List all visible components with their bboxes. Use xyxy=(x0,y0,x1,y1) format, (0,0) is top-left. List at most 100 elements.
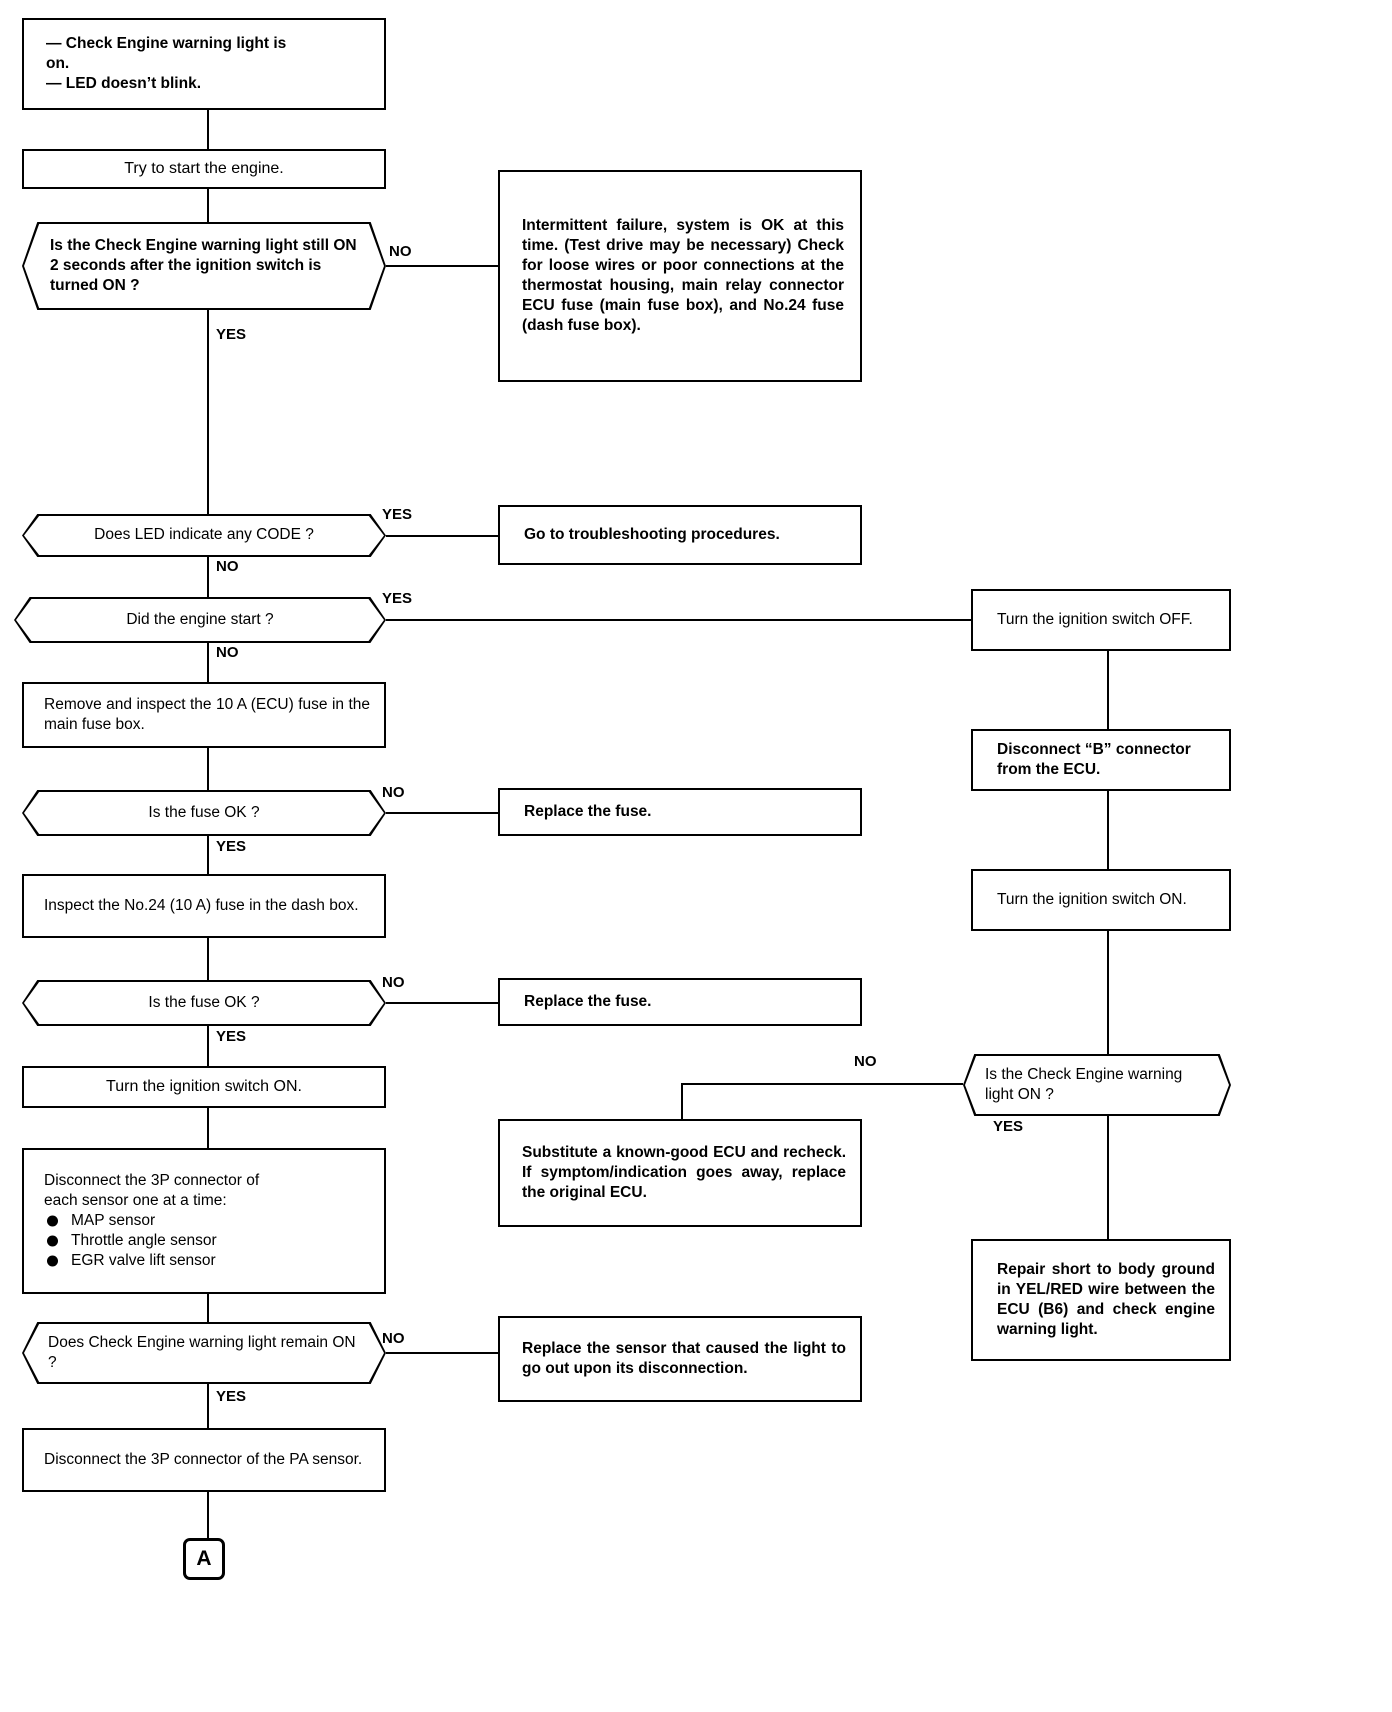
label-no-1: NO xyxy=(389,243,412,260)
line-qfuse1-yes xyxy=(207,836,209,874)
line-qfuse2-no xyxy=(386,1002,498,1004)
try-start-text: Try to start the engine. xyxy=(124,159,284,177)
symptom-line-2: on. xyxy=(46,54,70,72)
label-no-led: NO xyxy=(216,558,239,575)
line-no24-to-qfuse2 xyxy=(207,938,209,980)
disconnect-pa-text: Disconnect the 3P connector of the PA se… xyxy=(44,1450,363,1468)
line-ignon-to-disconnect3p xyxy=(207,1108,209,1148)
line-10a-to-qfuse1 xyxy=(207,748,209,790)
node-q-light-still-on: Is the Check Engine warning light still … xyxy=(22,222,386,310)
node-replace-sensor: Replace the sensor that caused the light… xyxy=(498,1316,862,1402)
list-item: EGR valve lift sensor xyxy=(44,1251,370,1271)
ign-on-left-text: Turn the ignition switch ON. xyxy=(106,1077,302,1095)
node-disconnect-3p: Disconnect the 3P connector of each sens… xyxy=(22,1148,386,1294)
node-inspect-no24: Inspect the No.24 (10 A) fuse in the das… xyxy=(22,874,386,938)
node-replace-fuse-2: Replace the fuse. xyxy=(498,978,862,1026)
hex-fill xyxy=(24,792,384,834)
label-yes-1: YES xyxy=(216,326,247,343)
node-repair-short: Repair short to body ground in YEL/RED w… xyxy=(971,1239,1231,1361)
label-no-cel: NO xyxy=(854,1053,877,1070)
line-qled-no xyxy=(207,557,209,597)
line-qfuse2-yes xyxy=(207,1026,209,1066)
node-remove-10a: Remove and inspect the 10 A (ECU) fuse i… xyxy=(22,682,386,748)
line-discb-to-ignon xyxy=(1107,791,1109,869)
goto-troubleshooting-text: Go to troubleshooting procedures. xyxy=(524,525,780,543)
q-light-remain-on-text: Does Check Engine warning light remain O… xyxy=(48,1333,356,1371)
node-q-fuse-ok-1: Is the fuse OK ? xyxy=(22,790,386,836)
sensor-list: MAP sensor Throttle angle sensor EGR val… xyxy=(44,1211,370,1271)
node-q-light-remain-on: Does Check Engine warning light remain O… xyxy=(22,1322,386,1384)
remove-10a-text: Remove and inspect the 10 A (ECU) fuse i… xyxy=(44,695,370,733)
label-yes-start: YES xyxy=(382,590,413,607)
line-qremain-no xyxy=(386,1352,498,1354)
q-fuse-ok-1-text: Is the fuse OK ? xyxy=(148,803,260,821)
node-disconnect-pa: Disconnect the 3P connector of the PA se… xyxy=(22,1428,386,1492)
line-try-to-q1 xyxy=(207,189,209,222)
list-item: MAP sensor xyxy=(44,1211,370,1231)
label-yes-led: YES xyxy=(382,506,413,523)
line-qcel-no-drop xyxy=(681,1083,683,1119)
repair-short-text: Repair short to body ground in YEL/RED w… xyxy=(997,1260,1215,1339)
line-qstart-no xyxy=(207,643,209,682)
bullet-dot-icon xyxy=(47,1215,58,1227)
node-goto-troubleshooting: Go to troubleshooting procedures. xyxy=(498,505,862,565)
line-ignon-to-qcel xyxy=(1107,931,1109,1054)
label-yes-fuse-1: YES xyxy=(216,838,247,855)
line-qcel-yes xyxy=(1107,1116,1109,1239)
sensor-label: Throttle angle sensor xyxy=(71,1232,217,1250)
node-symptom: — Check Engine warning light is on. — LE… xyxy=(22,18,386,110)
node-disconnect-b: Disconnect “B” connector from the ECU. xyxy=(971,729,1231,791)
node-ign-on-left: Turn the ignition switch ON. xyxy=(22,1066,386,1108)
label-no-start: NO xyxy=(216,644,239,661)
substitute-ecu-text: Substitute a known-good ECU and recheck.… xyxy=(522,1143,846,1202)
disconnect-b-text: Disconnect “B” connector from the ECU. xyxy=(997,740,1191,778)
node-try-start: Try to start the engine. xyxy=(22,149,386,189)
line-qstart-yes xyxy=(386,619,973,621)
line-qfuse1-no xyxy=(386,812,498,814)
node-ign-on-right: Turn the ignition switch ON. xyxy=(971,869,1231,931)
q-led-code-text: Does LED indicate any CODE ? xyxy=(94,526,314,544)
line-symptom-to-try xyxy=(207,110,209,149)
line-qcel-no xyxy=(681,1083,963,1085)
line-qremain-yes xyxy=(207,1384,209,1428)
connector-a-label: A xyxy=(196,1547,212,1570)
replace-fuse-2-text: Replace the fuse. xyxy=(524,992,652,1010)
inspect-no24-text: Inspect the No.24 (10 A) fuse in the das… xyxy=(44,896,359,914)
q-engine-start-text: Did the engine start ? xyxy=(126,610,274,628)
node-ign-off: Turn the ignition switch OFF. xyxy=(971,589,1231,651)
symptom-line-1: — Check Engine warning light is xyxy=(46,34,287,52)
node-replace-fuse-1: Replace the fuse. xyxy=(498,788,862,836)
replace-fuse-1-text: Replace the fuse. xyxy=(524,802,652,820)
bullet-dot-icon xyxy=(47,1255,58,1267)
hex-fill xyxy=(24,982,384,1024)
sensor-label: MAP sensor xyxy=(71,1211,156,1229)
disconnect-3p-line-1: Disconnect the 3P connector of xyxy=(44,1171,260,1189)
node-substitute-ecu: Substitute a known-good ECU and recheck.… xyxy=(498,1119,862,1227)
ign-on-right-text: Turn the ignition switch ON. xyxy=(997,890,1187,908)
line-qled-yes xyxy=(386,535,498,537)
ign-off-text: Turn the ignition switch OFF. xyxy=(997,610,1193,628)
symptom-line-3: — LED doesn’t blink. xyxy=(46,75,202,93)
label-no-fuse-2: NO xyxy=(382,974,405,991)
off-page-connector-a: A xyxy=(183,1538,225,1580)
node-intermittent: Intermittent failure, system is OK at th… xyxy=(498,170,862,382)
node-q-led-code: Does LED indicate any CODE ? xyxy=(22,514,386,557)
node-q-check-engine-on: Is the Check Engine warning light ON ? xyxy=(963,1054,1231,1116)
label-yes-remain: YES xyxy=(216,1388,247,1405)
label-yes-fuse-2: YES xyxy=(216,1028,247,1045)
sensor-label: EGR valve lift sensor xyxy=(71,1252,216,1270)
hex-fill xyxy=(16,599,384,641)
node-q-engine-start: Did the engine start ? xyxy=(14,597,386,643)
line-3p-to-qremain xyxy=(207,1294,209,1322)
label-no-remain: NO xyxy=(382,1330,405,1347)
line-q1-no xyxy=(386,265,498,267)
label-yes-cel: YES xyxy=(993,1118,1024,1135)
q-light-still-on-text: Is the Check Engine warning light still … xyxy=(50,236,357,295)
hex-fill xyxy=(24,1324,384,1382)
list-item: Throttle angle sensor xyxy=(44,1231,370,1251)
line-q1-yes xyxy=(207,310,209,514)
replace-sensor-text: Replace the sensor that caused the light… xyxy=(522,1339,846,1377)
hex-fill xyxy=(965,1056,1229,1114)
line-pa-to-connector-a xyxy=(207,1492,209,1538)
